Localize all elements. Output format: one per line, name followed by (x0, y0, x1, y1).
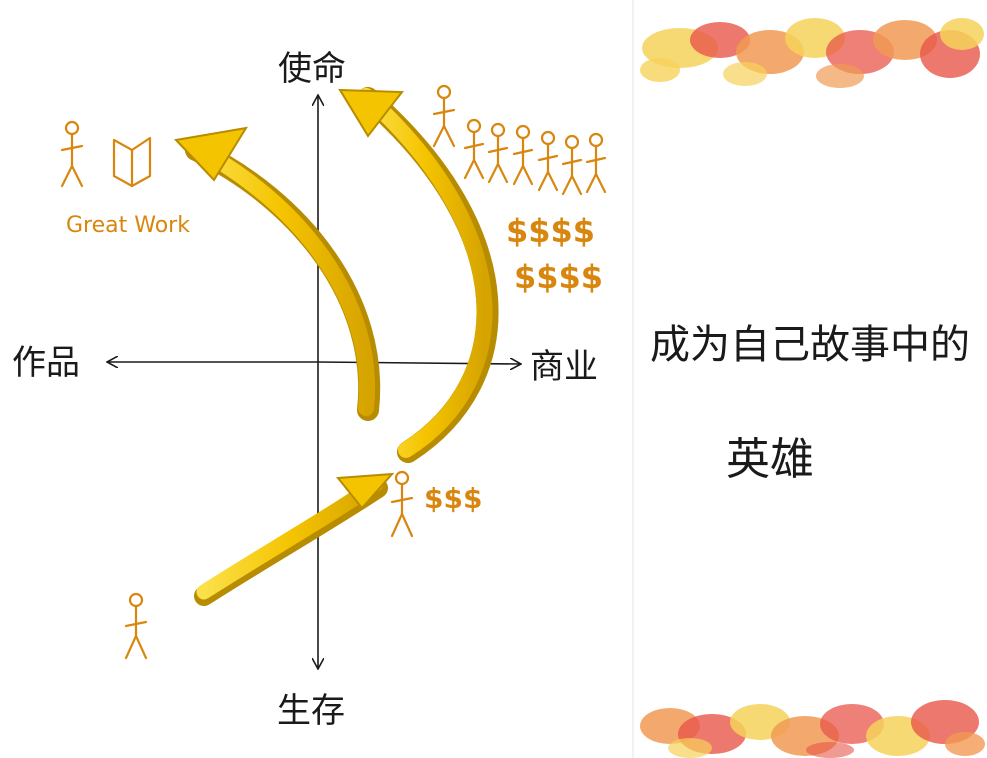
stick-figure-icon (537, 130, 559, 192)
axes (108, 96, 520, 668)
great-work-label: Great Work (66, 213, 190, 238)
stick-figure-icon (432, 84, 456, 148)
stick-figure-icon (60, 120, 84, 188)
stick-figure-icon (512, 124, 534, 186)
axis-label-left: 作品 (12, 343, 80, 383)
axis-label-bottom: 生存 (277, 691, 345, 731)
stick-figure-icon (585, 132, 607, 194)
stick-figure-icon (390, 470, 414, 538)
stick-figure-icon (124, 592, 148, 660)
journey-arrows (173, 87, 499, 606)
stick-figure-icon (463, 118, 485, 180)
stick-figure-icon (561, 134, 583, 196)
hero-line-1: 成为自己故事中的 (650, 322, 970, 368)
book-icon (112, 136, 152, 188)
arrow-head-2 (173, 126, 249, 182)
crowd (463, 118, 607, 196)
axis-label-right: 商业 (530, 347, 598, 387)
hero-line-2: 英雄 (726, 434, 814, 485)
axis-label-top: 使命 (278, 49, 346, 89)
bottom-color-splash (640, 700, 985, 758)
top-color-splash (640, 18, 984, 88)
arrow-head-1 (336, 472, 395, 510)
money-small: $$$ (424, 482, 482, 515)
money-row-2: $$$$ (514, 258, 603, 296)
stick-figure-icon (487, 122, 509, 184)
arrow-head-3 (338, 88, 404, 138)
money-row-1: $$$$ (506, 212, 595, 250)
